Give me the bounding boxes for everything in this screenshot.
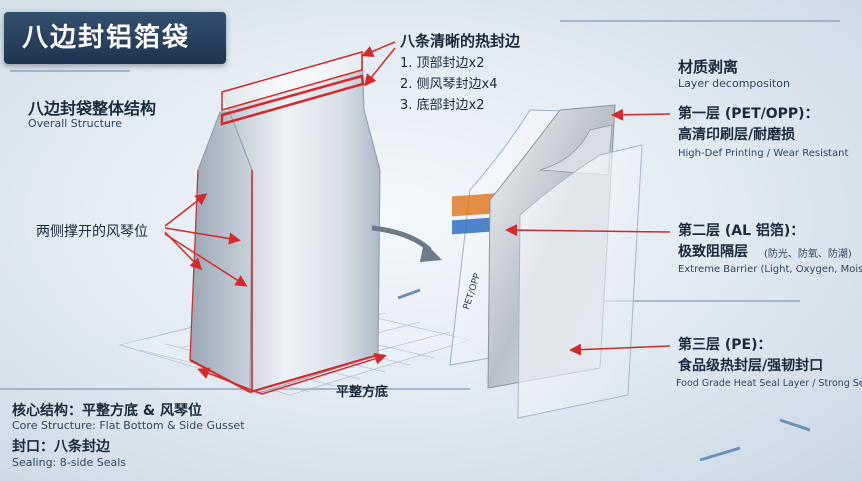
seal-item-2: 2. 侧风琴封边x4 [400, 77, 498, 92]
seals-heading: 八条清晰的热封边 [400, 32, 521, 50]
core-heading: 核心结构：平整方底 & 风琴位 [12, 403, 202, 419]
layer3-title: 第三层 (PE)： [678, 337, 772, 353]
layer1-title: 第一层 (PET/OPP)： [678, 106, 819, 122]
layer2-sub: 极致阻隔层 [678, 244, 748, 260]
layer2-note: (防光、防氧、防潮) [764, 249, 852, 260]
layer1-sub: 高清印刷层/耐磨损 [678, 127, 796, 143]
core-subheading: Core Structure: Flat Bottom & Side Gusse… [12, 419, 245, 432]
seal-item-3: 3. 底部封边x2 [400, 98, 485, 113]
top-seal [221, 51, 363, 111]
gusset-label: 两侧撑开的风琴位 [36, 224, 148, 240]
layer2-en: Extreme Barrier (Light, Oxygen, Moisture… [678, 264, 862, 275]
page-title: 八边封铝箔袋 [4, 12, 226, 64]
layers-heading: 材质剥离 [678, 58, 739, 76]
layer2-title: 第二层 (AL 铝箔)： [678, 223, 805, 239]
sealing-subheading: Sealing: 8-side Seals [12, 456, 127, 469]
layer-pe [517, 144, 643, 419]
seal-item-1: 1. 顶部封边x2 [400, 56, 485, 71]
overall-subheading: Overall Structure [28, 117, 122, 130]
flat-bottom-label: 平整方底 [336, 385, 389, 400]
flow-arrow [371, 225, 432, 252]
overall-heading: 八边封袋整体结构 [28, 99, 157, 118]
layer1-en: High-Def Printing / Wear Resistant [678, 148, 849, 159]
layer3-sub: 食品级热封层/强韧封口 [678, 358, 824, 374]
layers-subheading: Layer decompositon [678, 77, 790, 90]
layer3-en: Food Grade Heat Seal Layer / Strong Seal… [676, 378, 862, 389]
sealing-heading: 封口：八条封边 [12, 439, 110, 455]
